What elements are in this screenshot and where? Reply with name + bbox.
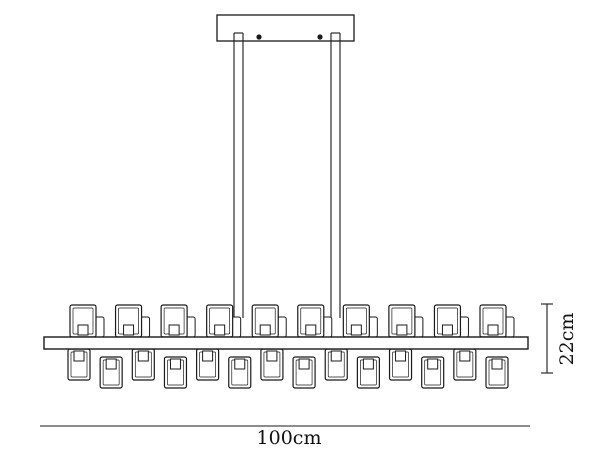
upper-glass-shade	[69, 304, 97, 338]
lower-glass-shade	[421, 356, 445, 389]
upper-glass-shade	[114, 304, 143, 338]
upper-glass-shade	[433, 304, 462, 338]
height-dimension-label: 22cm	[556, 313, 578, 366]
upper-glass-shade	[251, 304, 279, 338]
canopy-screw-left	[256, 34, 262, 40]
upper-glass-shade	[342, 304, 370, 338]
upper-glass-shade	[388, 304, 416, 338]
lower-glass-shade	[67, 348, 91, 381]
lower-glass-shade	[388, 348, 413, 381]
lower-glass-shade	[292, 356, 316, 389]
lower-glass-shade	[131, 348, 155, 381]
chandelier-bar	[43, 336, 529, 350]
ceiling-canopy	[216, 14, 355, 42]
suspension-rod-right	[330, 32, 341, 318]
width-dimension-label: 100cm	[257, 427, 322, 449]
upper-glass-shade	[160, 304, 188, 338]
upper-glass-shade	[297, 304, 325, 338]
lower-glass-shade	[260, 348, 284, 381]
lower-glass-shade	[99, 356, 123, 389]
lower-glass-shade	[453, 348, 477, 381]
upper-shade-row	[69, 304, 515, 338]
lower-glass-shade	[196, 348, 220, 381]
suspension-rod-left	[233, 32, 244, 318]
lower-glass-shade	[228, 356, 252, 389]
canopy-screw-right	[317, 34, 323, 40]
upper-glass-shade	[479, 304, 507, 338]
upper-glass-shade	[206, 304, 234, 338]
lower-glass-shade	[356, 356, 380, 389]
lower-glass-shade	[485, 356, 509, 389]
lower-shade-row	[67, 348, 509, 389]
lower-glass-shade	[324, 348, 348, 381]
lower-glass-shade	[163, 356, 188, 389]
